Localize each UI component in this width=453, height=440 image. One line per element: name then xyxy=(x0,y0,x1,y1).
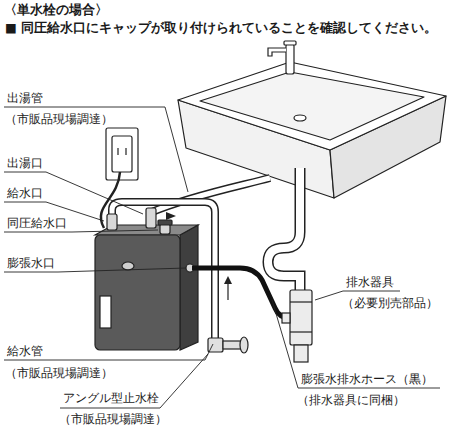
part-label: 膨張水排水ホース（黒） xyxy=(300,372,434,386)
part-label: （排水器具に同梱） xyxy=(296,393,406,407)
part-label: 排水器具 xyxy=(345,275,395,289)
water-heater xyxy=(95,225,198,350)
flow-arrow xyxy=(224,276,232,300)
sink xyxy=(178,62,446,198)
faucet xyxy=(268,41,296,74)
part-label: 給水口 xyxy=(6,186,44,200)
part-label: 同圧給水口 xyxy=(6,216,68,230)
wall-outlet xyxy=(106,128,138,180)
part-label: （市販品現場調達） xyxy=(58,412,168,426)
angle-stop-valve xyxy=(208,337,248,353)
part-label: 出湯口 xyxy=(6,156,44,170)
drain-fitting xyxy=(282,290,312,362)
part-label: （必要別売部品） xyxy=(341,296,439,310)
leader-lines xyxy=(4,107,440,408)
drain-trap xyxy=(268,168,300,292)
part-label: （市販品現場調達） xyxy=(4,112,114,126)
part-label: アングル型止水栓 xyxy=(62,391,160,405)
heater-fittings xyxy=(107,208,194,272)
part-label: （市販品現場調達） xyxy=(4,366,114,380)
flow-arrow xyxy=(166,212,176,220)
part-label: 膨張水口 xyxy=(6,256,56,270)
heading: 〈単水栓の場合〉 xyxy=(4,2,108,18)
note-text: ■ 同圧給水口にキャップが取り付けられていることを確認してください。 xyxy=(4,20,438,35)
part-label: 出湯管 xyxy=(6,91,44,105)
part-label: 給水管 xyxy=(6,344,44,358)
